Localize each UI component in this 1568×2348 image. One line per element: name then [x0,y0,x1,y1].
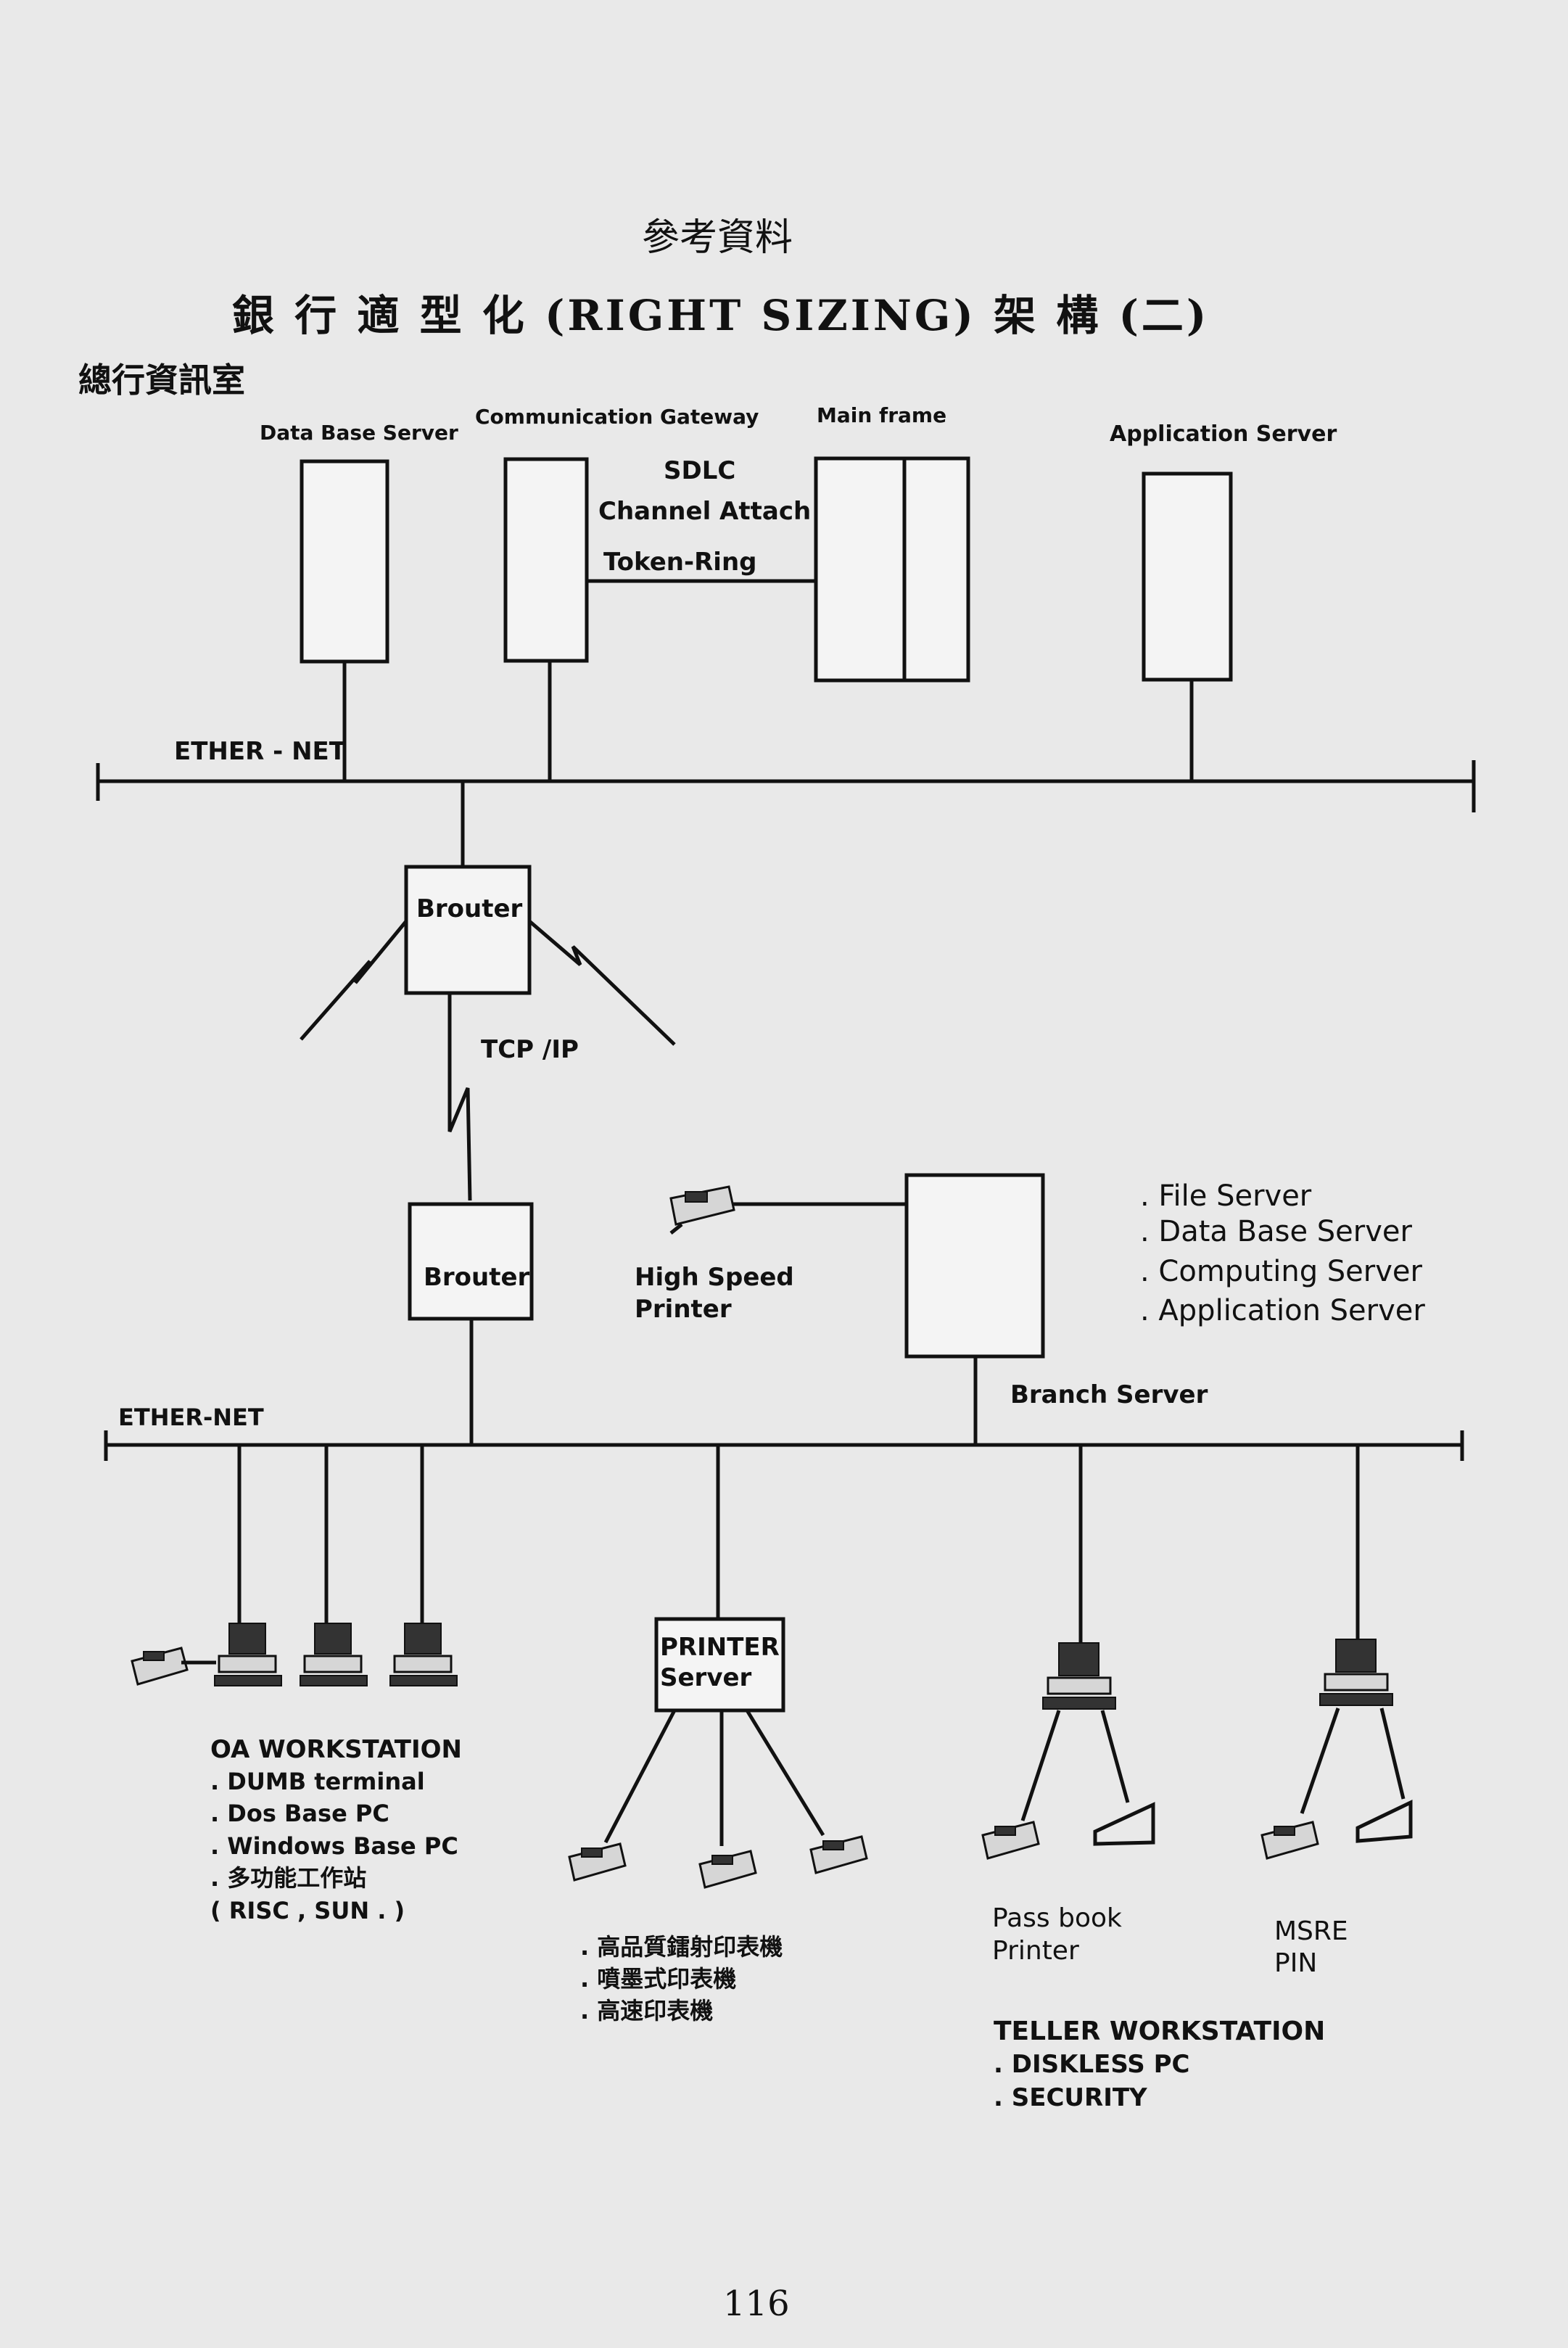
oa-item: . 多功能工作站 [210,1864,366,1892]
pin-label: PIN [1274,1948,1317,1978]
branch-server-box [904,1173,1045,1359]
service-item: . Data Base Server [1140,1215,1412,1248]
printer-type-item: . 噴墨式印表機 [580,1965,736,1993]
page-title: 銀 行 適 型 化 (RIGHT SIZING) 架 構 (二) [232,291,1209,340]
service-item: . Computing Server [1140,1255,1423,1288]
teller-title: TELLER WORKSTATION [994,2017,1325,2046]
printer-icon [809,1835,868,1874]
teller-computer-icon [1042,1642,1116,1710]
teller-cable [1379,1708,1406,1800]
msre-device-icon [1260,1821,1319,1860]
oa-printer-icon [131,1647,216,1686]
page-number: 116 [723,2283,790,2324]
oa-item: . DUMB terminal [210,1768,425,1795]
brouter-bottom-label: Brouter [424,1263,530,1292]
sdlc-label: SDLC [664,456,735,485]
printer-server-branch [745,1709,825,1837]
branch-server-label: Branch Server [1010,1380,1208,1409]
printer-icon [698,1850,757,1889]
tcpip-label: TCP /IP [481,1035,579,1064]
header-marks: 參考資料 [642,216,793,260]
pin-pad-icon [1356,1800,1413,1843]
db-server-box [300,459,389,664]
msre-label: MSRE [1274,1916,1348,1946]
teller-item: . DISKLESS PC [994,2050,1190,2079]
tcpip-link [447,993,472,1201]
teller-cable [1020,1710,1061,1821]
service-item: . File Server [1140,1179,1312,1213]
branch-ethernet-label: ETHER-NET [118,1404,264,1431]
high-speed-printer-label-1: High Speed [635,1263,794,1292]
printer-type-item: . 高品質鐳射印表機 [580,1933,783,1961]
oa-computer-icon [389,1623,458,1686]
teller-item: . SECURITY [994,2083,1147,2112]
printer-server-label-1: PRINTER [660,1633,780,1662]
teller-cable [1100,1710,1130,1803]
oa-item: . Windows Base PC [210,1832,458,1860]
wan-bolt-left [300,920,408,1041]
wan-bolt-right [528,920,676,1046]
oa-computer-icon [300,1623,368,1686]
oa-item: ( RISC , SUN . ) [210,1897,405,1924]
oa-computer-icon [214,1623,282,1686]
service-item: . Application Server [1140,1294,1425,1327]
high-speed-printer-icon [669,1185,735,1235]
printer-server-box [654,1617,785,1713]
teller-cable [1300,1708,1340,1814]
app-server-box [1142,471,1233,682]
token-ring-label: Token-Ring [603,548,757,577]
high-speed-printer-label-2: Printer [635,1295,732,1324]
printer-server-branch [603,1709,677,1844]
db-server-label: Data Base Server [260,421,458,445]
section-label: 總行資訊室 [78,361,245,400]
brouter-bottom-box [408,1202,534,1321]
teller-computer-icon [1319,1639,1393,1706]
brouter-top-box [404,865,532,995]
mainframe-box [814,456,970,683]
comm-gateway-label: Communication Gateway [475,405,759,429]
keypad-icon [1093,1802,1155,1846]
passbook-label-2: Printer [992,1936,1079,1966]
passbook-printer-icon [981,1821,1040,1860]
comm-gateway-box [503,457,589,663]
hq-ethernet-label: ETHER - NET [174,737,347,766]
oa-title: OA WORKSTATION [210,1735,462,1764]
passbook-label-1: Pass book [992,1903,1122,1933]
brouter-top-label: Brouter [416,894,523,923]
mainframe-label: Main frame [817,403,946,427]
oa-item: . Dos Base PC [210,1800,389,1827]
app-server-label: Application Server [1110,421,1337,447]
printer-icon [568,1842,627,1882]
printer-type-item: . 高速印表機 [580,1997,713,2024]
printer-server-label-2: Server [660,1663,752,1692]
channel-attach-label: Channel Attach [598,497,811,526]
